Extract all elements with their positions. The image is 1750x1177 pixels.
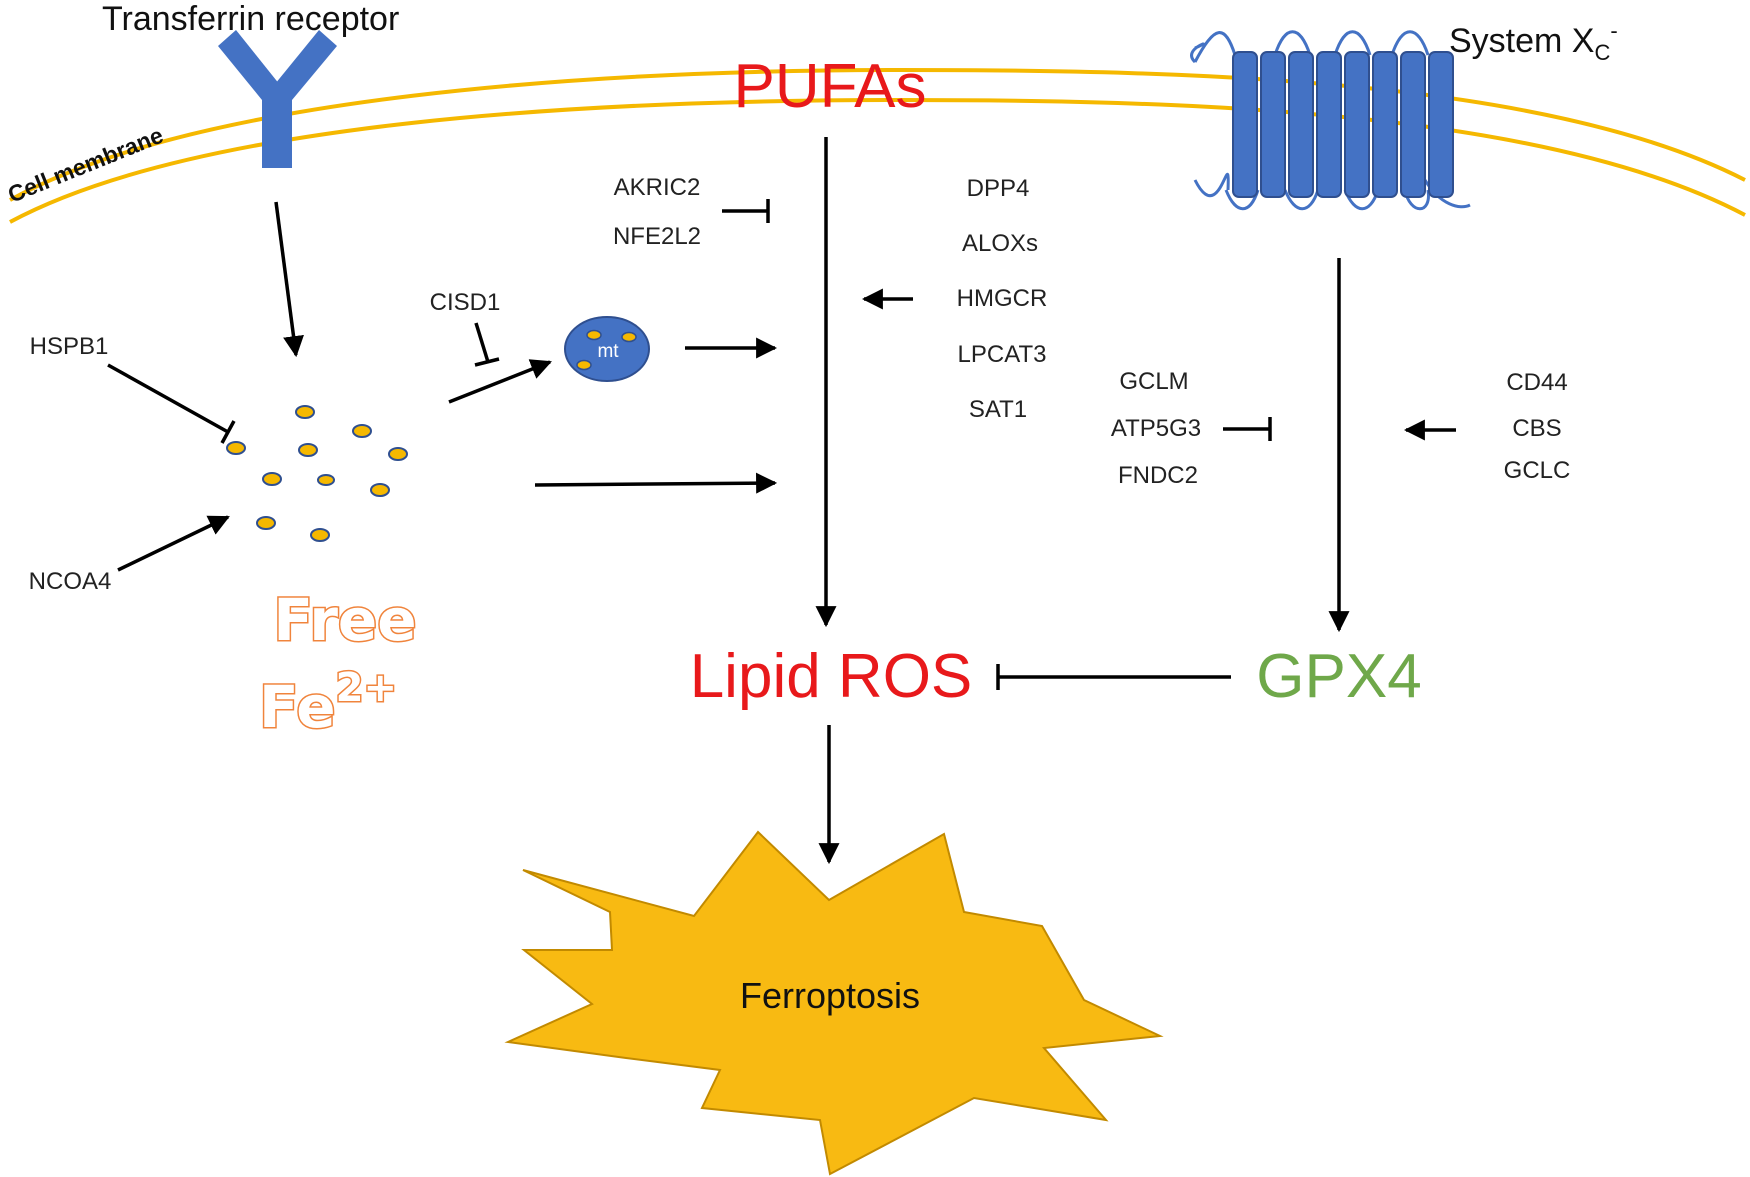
iron-to-pathway-arrow: [534, 472, 778, 494]
gpx4-label: GPX4: [1256, 642, 1421, 711]
system-xc-label: System XC-: [1449, 18, 1618, 65]
hmgcr-label: HMGCR: [957, 285, 1048, 312]
ferroptosis-label: Ferroptosis: [740, 975, 920, 1016]
cisd1-inhibition-arrow: [474, 322, 500, 367]
atp5g3-inhibition-arrow: [1223, 417, 1272, 441]
lpcat3-label: LPCAT3: [958, 341, 1047, 368]
atp5g3-label: ATP5G3: [1111, 415, 1201, 442]
pufas-label: PUFAs: [734, 52, 927, 121]
akric2-label: AKRIC2: [614, 174, 701, 201]
hspb1-label: HSPB1: [30, 333, 109, 360]
fe2-label: Fe2+: [259, 665, 397, 741]
free-label: Free: [273, 586, 416, 654]
nfe2l2-label: NFE2L2: [613, 223, 701, 250]
cd44-label: CD44: [1506, 369, 1567, 396]
transferrin-receptor-icon: [218, 30, 337, 168]
fndc2-label: FNDC2: [1118, 462, 1198, 489]
lipid-ros-label: Lipid ROS: [690, 642, 973, 711]
iron-to-mitochondria-arrow: [448, 359, 552, 404]
ncoa4-label: NCOA4: [29, 568, 112, 595]
gclm-label: GCLM: [1119, 368, 1188, 395]
aloxs-label: ALOXs: [962, 230, 1038, 257]
mitochondrion-label: mt: [597, 341, 619, 362]
cell-membrane: [9, 67, 1746, 224]
system-xc-transporter-icon: [1190, 30, 1471, 211]
cisd1-label: CISD1: [430, 289, 501, 316]
dpp4-label: DPP4: [967, 175, 1030, 202]
ferroptosis-starburst-icon: [504, 830, 1164, 1176]
transferrin-receptor-label: Transferrin receptor: [102, 0, 399, 38]
hspb1-inhibition-arrow: [107, 363, 236, 444]
mitochondrion-icon: [564, 316, 650, 382]
ncoa4-arrow: [117, 515, 230, 572]
gclc-label: GCLC: [1504, 457, 1571, 484]
akric2-inhibition-arrow: [722, 199, 770, 223]
free-iron-dots: [226, 405, 408, 542]
receptor-to-iron-arrow: [274, 201, 304, 358]
sat1-label: SAT1: [969, 396, 1027, 423]
cbs-label: CBS: [1512, 415, 1561, 442]
gpx4-inhibition-arrow: [996, 664, 1231, 690]
cell-membrane-label: Cell membrane: [4, 122, 167, 208]
